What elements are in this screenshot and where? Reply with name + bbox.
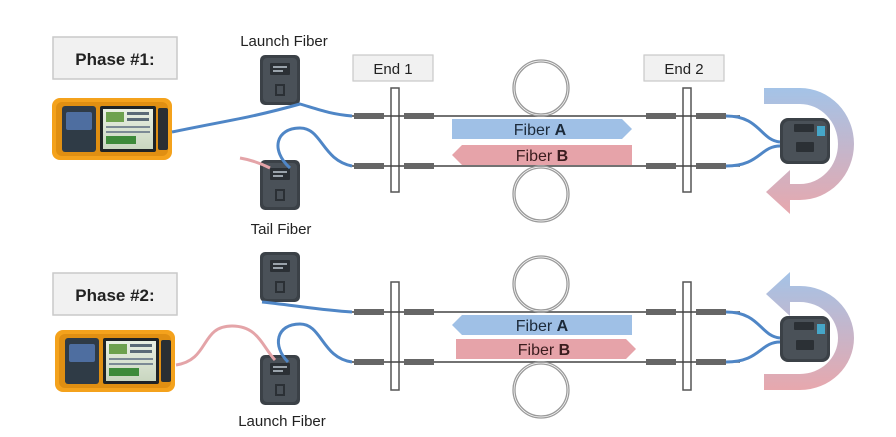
phase1-launch-cable (171, 102, 353, 134)
otdr-tester-icon (55, 330, 175, 392)
otdr-tester-icon (52, 98, 172, 160)
phase1-title-box: Phase #1: (52, 36, 178, 80)
phase2-fiber-a-arrow: Fiber A (452, 315, 632, 335)
phase2-pink-cable (175, 324, 277, 367)
phase2-fiber-b-arrow: Fiber B (456, 339, 636, 359)
fiber-spool-box-icon (259, 354, 301, 406)
phase1-fiber-a-letter: A (555, 122, 567, 139)
svg-text:Fiber B: Fiber B (516, 148, 568, 165)
end2-box (643, 54, 725, 82)
svg-text:Fiber B: Fiber B (518, 342, 570, 359)
phase1-fiber-b-prefix: Fiber (516, 148, 557, 165)
patch-panel-icon (390, 87, 692, 193)
phase2-fiber-b-prefix: Fiber (518, 342, 559, 359)
svg-text:Fiber A: Fiber A (516, 318, 569, 335)
phase2-launch-cable (277, 322, 353, 364)
phase2-title: Phase #2: (75, 286, 154, 305)
phase1-loop-cable-bottom (725, 144, 781, 168)
u-turn-arrow-icon (764, 88, 854, 214)
phase2-fiber-b-letter: B (559, 342, 571, 359)
loopback-device-icon (780, 316, 830, 362)
patch-panel-icon (390, 281, 692, 391)
phase1-fiber-a-arrow: Fiber A (452, 119, 632, 139)
phase2-loop-cable-bottom (725, 340, 781, 364)
end2-label: End 2 (664, 61, 703, 78)
svg-text:Fiber A: Fiber A (514, 122, 567, 139)
phase2-launch-fiber-label: Launch Fiber (238, 413, 326, 430)
phase1-tail-cable (276, 126, 353, 170)
end1-label: End 1 (373, 61, 412, 78)
loopback-device-icon (780, 118, 830, 164)
phase1-title: Phase #1: (75, 50, 154, 69)
fiber-coil-icon (512, 255, 570, 419)
end1-box (352, 54, 434, 82)
phase1-loop-cable-top (725, 114, 781, 144)
phase1-tail-fiber-label: Tail Fiber (251, 221, 312, 238)
phase2-title-box: Phase #2: (52, 272, 178, 316)
phase1-fiber-b-arrow: Fiber B (452, 145, 632, 165)
u-turn-arrow-icon (764, 272, 854, 390)
phase2-fiber-a-letter: A (557, 318, 569, 335)
phase1-tail-end (239, 156, 271, 170)
phase2-top-cable (261, 300, 353, 314)
fiber-spool-box-icon (259, 54, 301, 106)
phase1-launch-fiber-label: Launch Fiber (240, 33, 328, 50)
phase2-fiber-a-prefix: Fiber (516, 318, 557, 335)
fiber-spool-box-icon (259, 251, 301, 303)
phase1-fiber-a-prefix: Fiber (514, 122, 555, 139)
fiber-coil-icon (512, 59, 570, 223)
phase2-loop-cable-top (725, 310, 781, 340)
phase1-fiber-b-letter: B (557, 148, 569, 165)
